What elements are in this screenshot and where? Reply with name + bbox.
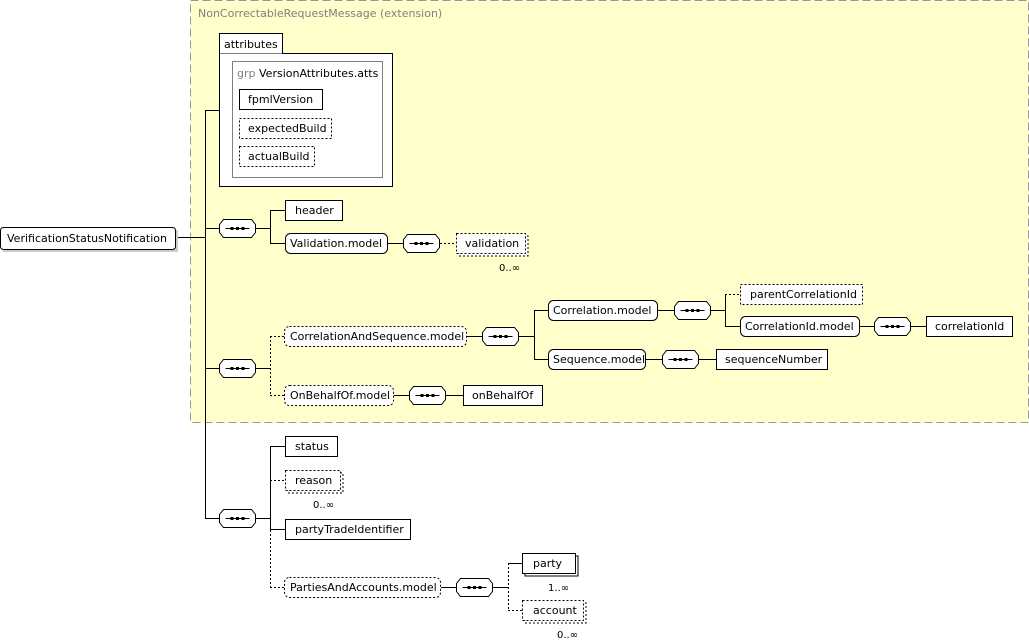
on-behalf-of-compositor[interactable] bbox=[409, 386, 446, 405]
attr-expectedbuild-box[interactable] bbox=[239, 118, 332, 139]
account-cardinality: 0..∞ bbox=[557, 630, 578, 640]
party-trade-identifier-label: partyTradeIdentifier bbox=[295, 523, 404, 536]
on-behalf-of-element[interactable] bbox=[463, 385, 543, 406]
validation-model-group[interactable] bbox=[285, 233, 388, 254]
parties-and-accounts-compositor[interactable] bbox=[456, 578, 493, 597]
correlation-id-label: correlationId bbox=[935, 320, 1004, 333]
reason-element[interactable] bbox=[285, 470, 341, 491]
connectors bbox=[177, 110, 926, 611]
correlation-id-model-label: CorrelationId.model bbox=[745, 320, 854, 333]
sequence-compositor-2[interactable] bbox=[219, 359, 256, 378]
correlation-compositor[interactable] bbox=[674, 301, 711, 320]
correlation-id-element[interactable] bbox=[926, 316, 1013, 337]
parties-and-accounts-model-group[interactable] bbox=[284, 577, 441, 598]
on-behalf-of-label: onBehalfOf bbox=[472, 389, 534, 402]
sequence-compositor-3[interactable] bbox=[219, 509, 256, 528]
attr-actualbuild-label: actualBuild bbox=[248, 150, 309, 163]
correlation-model-group[interactable] bbox=[548, 300, 658, 321]
attributes-title: attributes bbox=[224, 38, 278, 51]
reason-label: reason bbox=[295, 474, 332, 487]
correlation-and-sequence-model-label: CorrelationAndSequence.model bbox=[290, 330, 464, 343]
correlation-and-sequence-compositor[interactable] bbox=[482, 327, 519, 346]
validation-sequence[interactable] bbox=[403, 234, 440, 253]
status-element[interactable] bbox=[285, 436, 338, 457]
party-element[interactable] bbox=[522, 553, 576, 574]
correlation-model-label: Correlation.model bbox=[553, 304, 651, 317]
extension-label: NonCorrectableRequestMessage (extension) bbox=[198, 7, 442, 20]
sequence-number-element[interactable] bbox=[716, 349, 828, 370]
sequence-compositor-1[interactable] bbox=[219, 219, 256, 238]
parent-correlation-id-element[interactable] bbox=[740, 284, 863, 305]
header-label: header bbox=[295, 204, 334, 217]
validation-cardinality: 0..∞ bbox=[499, 263, 520, 274]
attr-fpmlversion-label: fpmlVersion bbox=[248, 93, 313, 106]
sequence-number-label: sequenceNumber bbox=[725, 353, 823, 366]
attr-fpmlversion-box[interactable] bbox=[239, 89, 323, 110]
account-element[interactable] bbox=[522, 600, 584, 621]
status-label: status bbox=[295, 440, 329, 453]
on-behalf-of-model-group[interactable] bbox=[284, 385, 394, 406]
attr-expectedbuild-label: expectedBuild bbox=[248, 122, 327, 135]
on-behalf-of-model-label: OnBehalfOf.model bbox=[290, 389, 390, 402]
correlation-and-sequence-model-group[interactable] bbox=[284, 326, 467, 347]
header-element[interactable] bbox=[285, 200, 343, 221]
validation-label: validation bbox=[465, 237, 519, 250]
party-cardinality: 1..∞ bbox=[548, 583, 569, 594]
validation-element[interactable] bbox=[456, 233, 526, 254]
attr-actualbuild-box[interactable] bbox=[239, 146, 315, 167]
sequence-model-label: Sequence.model bbox=[553, 353, 645, 366]
group-keyword: grp bbox=[237, 67, 256, 80]
sequence-model-group[interactable] bbox=[548, 349, 646, 370]
correlation-id-compositor[interactable] bbox=[874, 317, 911, 336]
group-name: VersionAttributes.atts bbox=[259, 67, 379, 80]
root-element-label: VerificationStatusNotification bbox=[7, 232, 167, 245]
sequence-model-compositor[interactable] bbox=[662, 350, 699, 369]
validation-model-label: Validation.model bbox=[290, 237, 382, 250]
root-element-box[interactable] bbox=[0, 227, 176, 250]
parent-correlation-id-label: parentCorrelationId bbox=[750, 288, 857, 301]
party-trade-identifier-element[interactable] bbox=[285, 519, 411, 540]
correlation-id-model-group[interactable] bbox=[740, 316, 860, 337]
party-label: party bbox=[533, 557, 563, 570]
reason-cardinality: 0..∞ bbox=[313, 500, 334, 511]
account-label: account bbox=[533, 604, 578, 617]
attributes-panel: attributes grp VersionAttributes.atts fp… bbox=[219, 33, 393, 187]
parties-and-accounts-model-label: PartiesAndAccounts.model bbox=[290, 581, 437, 594]
